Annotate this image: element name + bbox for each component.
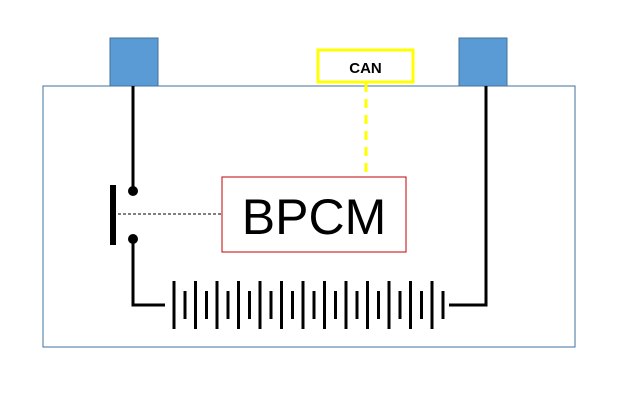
can-label: CAN: [349, 60, 382, 77]
contactor-to-battery-wire: [131, 239, 165, 307]
positive-terminal: [458, 37, 508, 87]
contactor-bar: [110, 185, 116, 245]
can-connector-box: [316, 48, 415, 84]
positive-lead-wire: [449, 86, 488, 307]
battery-cell-stack: [172, 281, 445, 329]
bpcm-module-box: [221, 176, 407, 253]
contactor-upper-contact: [128, 186, 138, 196]
negative-terminal: [109, 37, 159, 87]
bpcm-label: BPCM: [242, 189, 386, 245]
